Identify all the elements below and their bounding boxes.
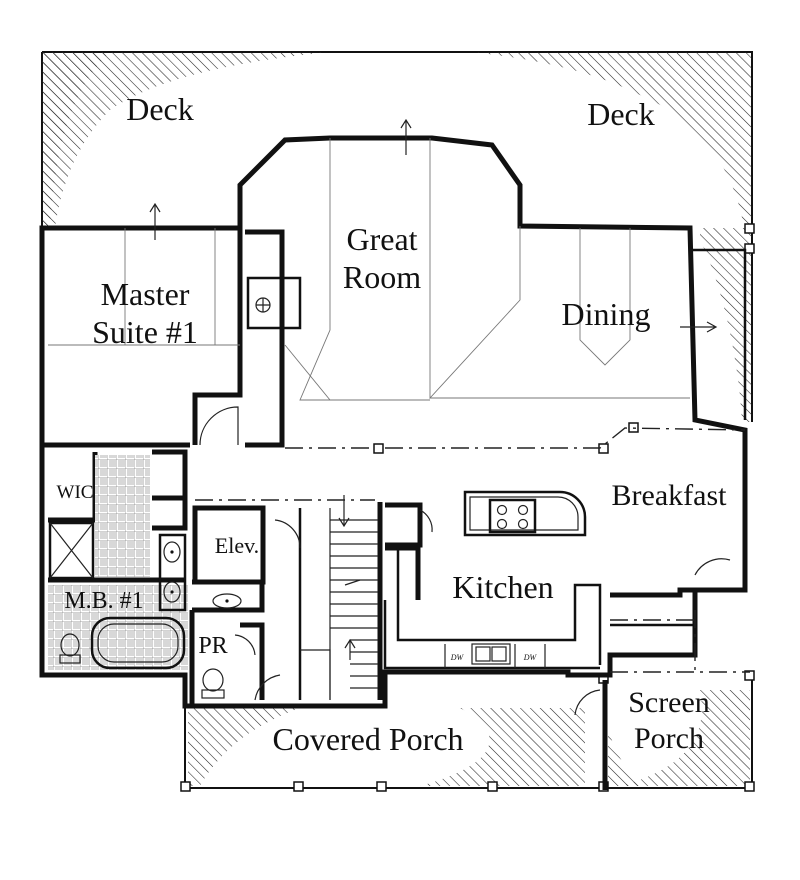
label-screen-porch-2: Porch — [634, 722, 704, 755]
door-swings — [199, 406, 731, 716]
powder-room-fixtures — [201, 593, 242, 699]
label-screen-porch-1: Screen — [628, 686, 710, 719]
label-master-1: Master — [101, 276, 190, 312]
label-master-bath: M.B. #1 — [64, 588, 143, 614]
label-master-2: Suite #1 — [92, 314, 198, 350]
kitchen-sink — [444, 643, 546, 668]
interior-walls — [42, 228, 695, 790]
room-labels: Deck Deck Great Room Master Suite #1 Din… — [57, 91, 728, 757]
label-dining: Dining — [562, 296, 651, 332]
label-great-room-2: Room — [343, 259, 421, 295]
label-kitchen: Kitchen — [452, 569, 553, 605]
master-bath-fixtures — [48, 455, 188, 670]
label-dw-1: DW — [450, 653, 465, 662]
label-breakfast: Breakfast — [612, 479, 728, 512]
kitchen-island — [463, 490, 587, 537]
deck-hatching — [41, 51, 753, 789]
ceiling-lines — [195, 427, 750, 673]
label-wic: WIC — [57, 482, 94, 503]
label-dw-2: DW — [523, 653, 538, 662]
label-deck-right: Deck — [587, 96, 655, 132]
label-powder: PR — [198, 633, 227, 659]
label-deck-left: Deck — [126, 91, 194, 127]
label-elev: Elev. — [215, 533, 259, 558]
staircase — [300, 508, 378, 700]
label-great-room-1: Great — [346, 221, 417, 257]
label-covered-porch: Covered Porch — [272, 721, 463, 757]
vault-lines — [48, 138, 690, 401]
